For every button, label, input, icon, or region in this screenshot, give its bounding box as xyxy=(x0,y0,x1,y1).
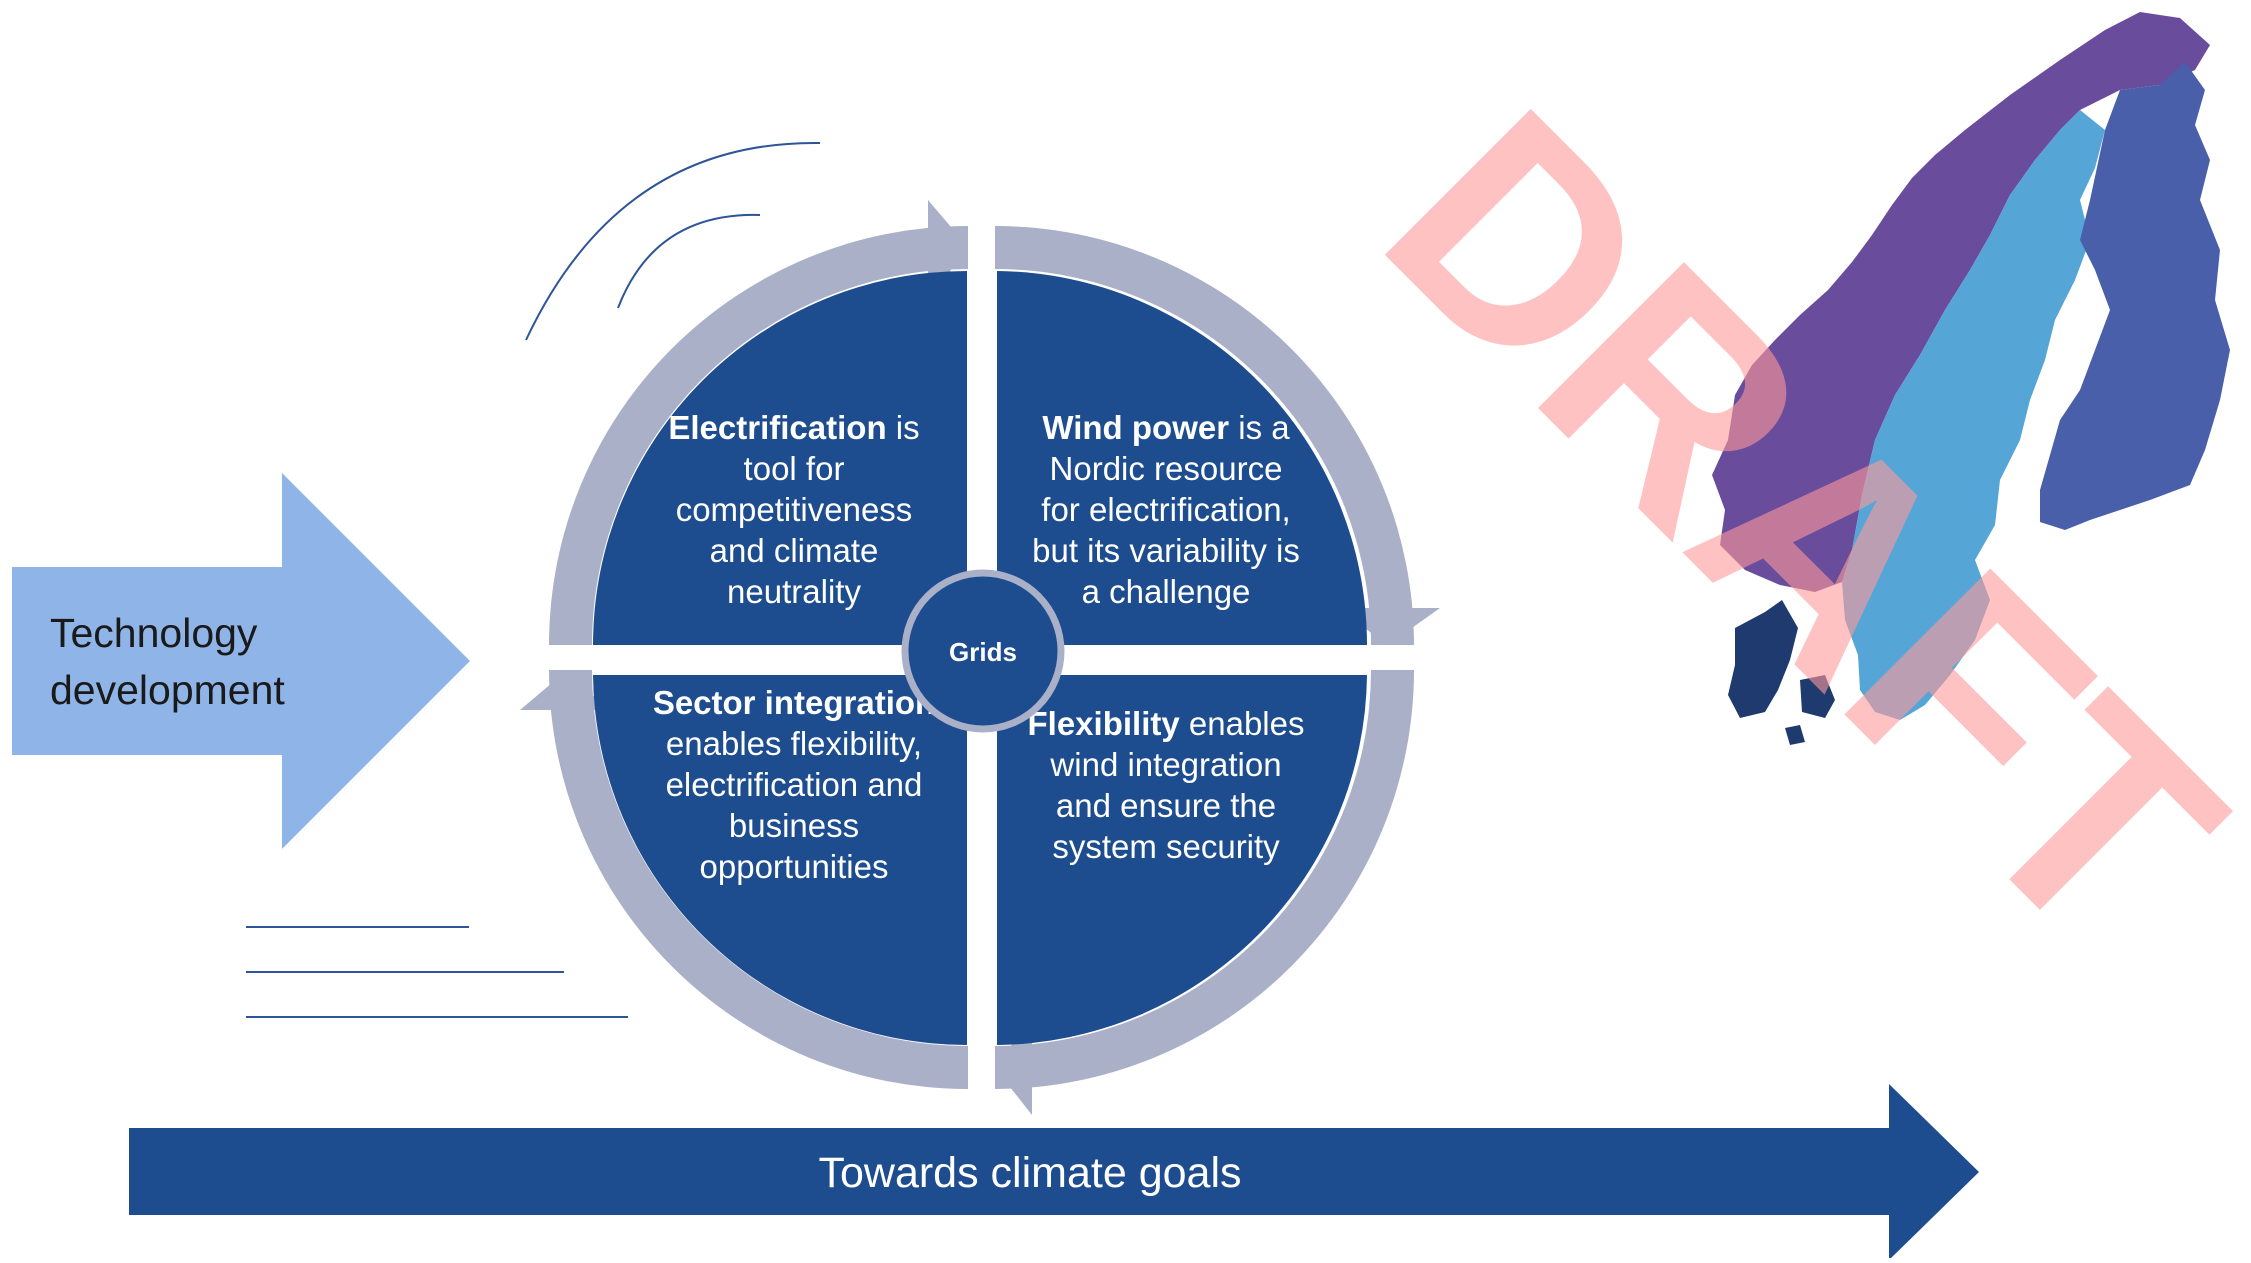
map-region-sweden xyxy=(1842,110,2105,720)
quadrant-text-bottom-left: Sector integration enables flexibility, el… xyxy=(653,684,935,885)
ring-segment-top-left xyxy=(549,226,968,645)
quadrant-text-run: competitiveness xyxy=(676,491,913,528)
quadrant-line: and climate xyxy=(710,532,879,569)
quadrant-bottom-left xyxy=(593,675,967,1045)
quadrant-line: competitiveness xyxy=(676,491,913,528)
quadrant-heading: Sector integration xyxy=(653,684,935,721)
quadrant-line: Flexibility enables xyxy=(1028,705,1305,742)
quadrant-text-run: enables xyxy=(1180,705,1305,742)
technology-label-line2: development xyxy=(50,667,285,713)
motion-arc-inner xyxy=(617,213,761,309)
quadrant-text-run: and climate xyxy=(710,532,879,569)
quadrant-text-run: neutrality xyxy=(727,573,861,610)
quadrant-heading: Wind power xyxy=(1042,409,1229,446)
quadrant-text-run: system security xyxy=(1052,828,1280,865)
ring-segment-top-right xyxy=(995,226,1414,645)
technology-label-line1: Technology xyxy=(50,610,258,656)
climate-goals-arrow xyxy=(129,1084,1979,1260)
map-region-denmark xyxy=(1728,600,1798,718)
climate-goals-label: Towards climate goals xyxy=(818,1149,1241,1197)
quadrants xyxy=(593,271,1367,1045)
quadrant-line: for electrification, xyxy=(1041,491,1290,528)
map-region-denmark-islands xyxy=(1785,675,1835,745)
quadrant-line: business xyxy=(729,807,859,844)
quadrant-heading: Flexibility xyxy=(1028,705,1181,742)
map-region-norway xyxy=(1712,12,2210,592)
grids-label: Grids xyxy=(949,637,1017,667)
nordic-map xyxy=(1712,12,2230,745)
quadrant-line: but its variability is xyxy=(1032,532,1300,569)
quadrant-line: a challenge xyxy=(1082,573,1251,610)
quadrant-line: tool for xyxy=(744,450,845,487)
quadrant-text-bottom-right: Flexibility enables wind integration and e… xyxy=(1028,705,1305,865)
quadrant-text-run: is a xyxy=(1229,409,1290,446)
ring-segment-bottom-right xyxy=(995,670,1414,1089)
quadrant-line: opportunities xyxy=(700,848,889,885)
quadrant-line: Wind power is a xyxy=(1042,409,1290,446)
quadrant-line: enables flexibility, xyxy=(666,725,922,762)
quadrant-text-run: Nordic resource xyxy=(1050,450,1283,487)
ring-arrowhead-bottom-left xyxy=(520,672,610,710)
quadrant-text-run: and ensure the xyxy=(1056,787,1276,824)
quadrant-heading: Electrification xyxy=(668,409,886,446)
quadrant-line: and ensure the xyxy=(1056,787,1276,824)
quadrant-top-right xyxy=(997,271,1367,645)
map-region-finland xyxy=(2040,62,2230,530)
motion-arc-outer xyxy=(525,141,821,341)
quadrant-line: system security xyxy=(1052,828,1280,865)
quadrant-text-run: enables flexibility, xyxy=(666,725,922,762)
quadrant-text-run: wind integration xyxy=(1049,746,1281,783)
grids-circle xyxy=(901,569,1065,733)
cycle-ring xyxy=(520,200,1440,1115)
quadrant-text-run: but its variability is xyxy=(1032,532,1300,569)
quadrant-line: Electrification is xyxy=(668,409,919,446)
quadrant-top-left xyxy=(593,271,967,645)
quadrant-text-run: business xyxy=(729,807,859,844)
quadrant-text-run: tool for xyxy=(744,450,845,487)
quadrant-text-run: is xyxy=(887,409,920,446)
technology-arrow xyxy=(12,473,470,849)
quadrant-text-run: for electrification, xyxy=(1041,491,1290,528)
ring-segment-bottom-left xyxy=(549,670,968,1089)
quadrant-line: wind integration xyxy=(1049,746,1281,783)
quadrant-line: electrification and xyxy=(666,766,923,803)
quadrant-text-run: opportunities xyxy=(700,848,889,885)
quadrant-line: neutrality xyxy=(727,573,861,610)
quadrant-line: Sector integration xyxy=(653,684,935,721)
quadrant-text-top-right: Wind power is a Nordic resource for electr… xyxy=(1032,409,1300,610)
quadrant-text-run: a challenge xyxy=(1082,573,1251,610)
quadrant-line: Nordic resource xyxy=(1050,450,1283,487)
quadrant-text-run: electrification and xyxy=(666,766,923,803)
quadrant-bottom-right xyxy=(997,675,1367,1045)
quadrant-text-top-left: Electrification is tool for competitivenes… xyxy=(668,409,919,610)
